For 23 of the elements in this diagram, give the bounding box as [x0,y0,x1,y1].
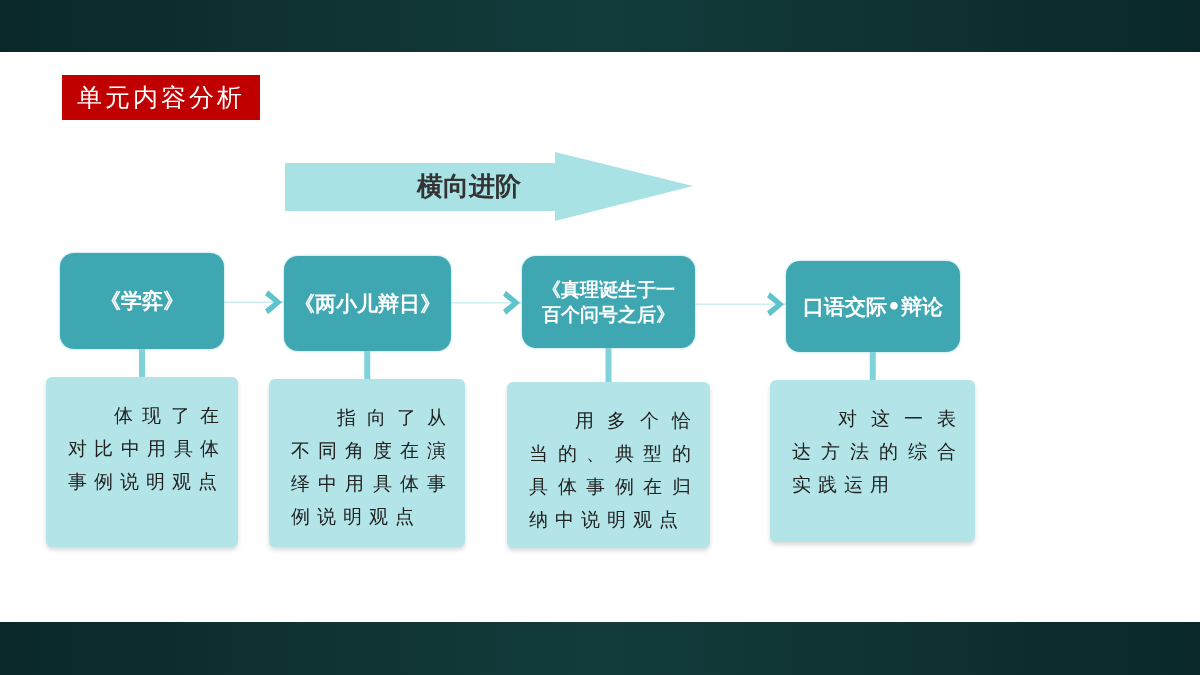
arrow-banner [285,152,693,221]
title-label: 单元内容分析 [62,75,260,120]
heading-text: 口语交际•辩论 [803,293,943,321]
description-box [507,382,710,548]
description-text: 对这一表达方法的综合实践运用 [792,406,963,497]
title-box [522,256,695,348]
description-box [46,377,238,547]
description-text: 用多个恰当的、典型的具体事例在归纳中说明观点 [529,408,698,532]
heading-text: 《真理诞生于一百个问号之后》 [541,277,676,327]
connector-stem [605,348,612,382]
title-box [60,253,224,349]
description-text: 指向了从不同角度在演绎中用具体事例说明观点 [291,405,453,529]
heading-text: 《学弈》 [100,288,184,315]
title-box [786,261,960,352]
description-box [770,380,975,542]
description-text: 体现了在对比中用具体事例说明观点 [68,403,226,494]
connector-stem [869,352,876,380]
connector-stem [364,351,371,379]
description-box [269,379,465,547]
title-box [284,256,451,351]
connector-stem [139,349,145,377]
heading-text: 横向进阶 [417,170,521,203]
heading-text: 《两小儿辩日》 [294,290,441,318]
